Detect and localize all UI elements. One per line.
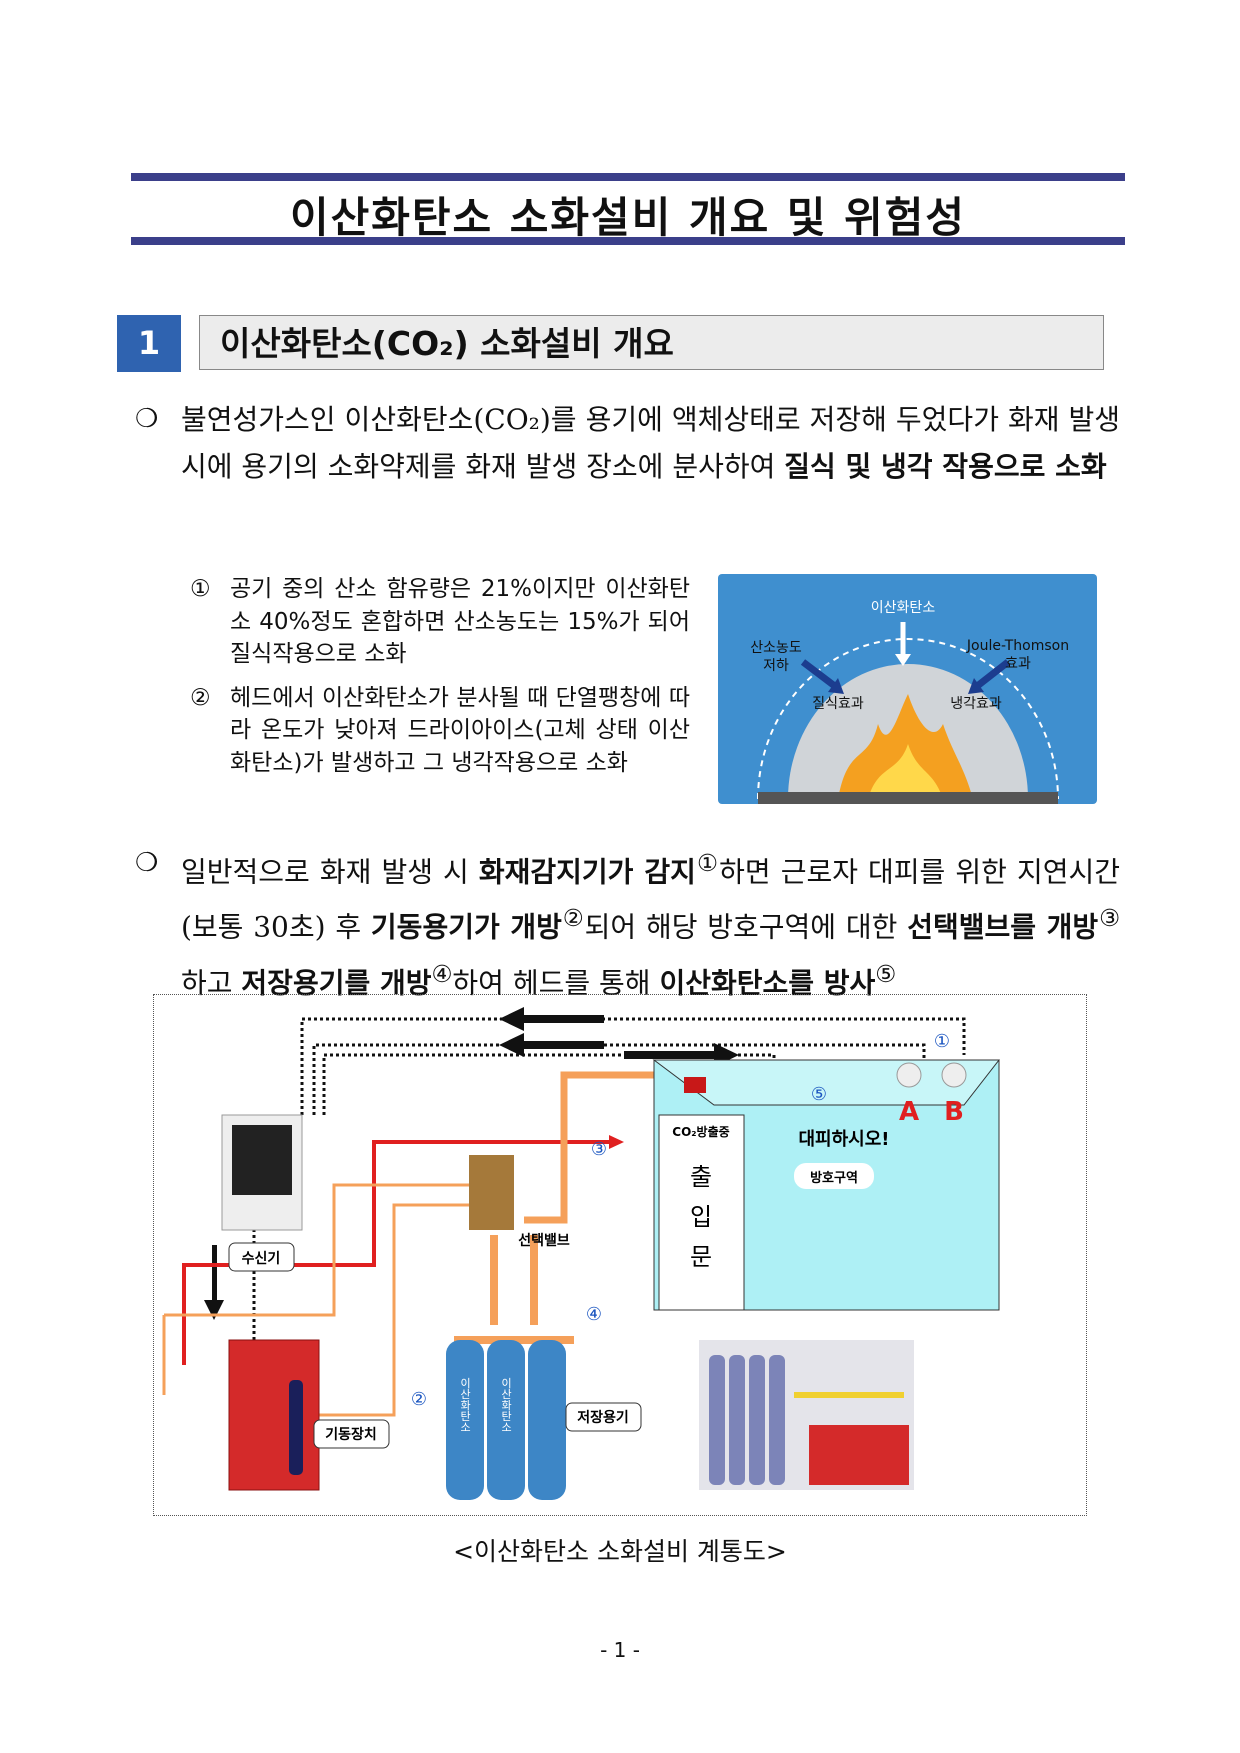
text: 하면 근로자 대피를 위한 지연시간(보통 30초) 후 [181, 855, 1121, 944]
step-marker: ① [695, 849, 720, 877]
paragraph-text: 불연성가스인 이산화탄소(CO₂)를 용기에 액체상태로 저장해 두었다가 화재… [181, 403, 1120, 483]
svg-text:④: ④ [586, 1304, 602, 1325]
svg-text:②: ② [411, 1389, 427, 1410]
numbered-list: ① 공기 중의 산소 함유량은 21%이지만 이산화탄소 40%정도 혼합하면 산… [190, 573, 690, 790]
label-oxygen-drop-2: 저하 [763, 658, 789, 674]
co2-extinguishing-effect-figure: 이산화탄소 산소농도 저하 Joule-Thomson 효과 질식효과 냉각효과 [718, 574, 1097, 804]
discharge-sign: CO₂방출중 [672, 1124, 729, 1139]
cylinder-label: 이산화탄소 [459, 1377, 472, 1432]
step-marker: ② [561, 904, 585, 933]
door-label: 출 [690, 1163, 712, 1191]
bold-text: 화재감지기가 감지 [478, 855, 696, 889]
label-co2: 이산화탄소 [871, 600, 936, 616]
starter-cabinet-icon [228, 1339, 320, 1491]
svg-text:①: ① [934, 1031, 950, 1052]
step-marker: ④ [431, 959, 453, 988]
label-storage: 저장용기 [577, 1409, 629, 1426]
bold-text: 선택밸브를 개방 [907, 910, 1099, 944]
label-starter: 기동장치 [325, 1426, 377, 1443]
detector-a-label: A [899, 1097, 919, 1127]
list-number: ① [190, 576, 211, 602]
text: 되어 해당 방호구역에 대한 [584, 910, 908, 944]
door-label: 입 [690, 1203, 712, 1231]
figure-caption: <이산화탄소 소화설비 계통도> [453, 1537, 787, 1566]
label-joule-thomson-2: 효과 [1005, 656, 1031, 672]
storage-cylinders-icon [446, 1340, 566, 1500]
list-text: 공기 중의 산소 함유량은 21%이지만 이산화탄소 40%정도 혼합하면 산소… [230, 576, 690, 667]
selector-valve-icon [469, 1155, 514, 1230]
label-cooling: 냉각효과 [950, 696, 1002, 712]
list-text: 헤드에서 이산화탄소가 분사될 때 단열팽창에 따라 온도가 낮아져 드라이아이… [230, 684, 690, 776]
door-label: 문 [690, 1243, 712, 1271]
cylinder-label: 이산화탄소 [500, 1377, 513, 1432]
detector-a-icon [896, 1062, 922, 1088]
label-valve: 선택밸브 [518, 1232, 570, 1249]
text: 하여 헤드를 통해 [452, 965, 660, 999]
paragraph-bold-text: 질식 및 냉각 작용으로 소화 [784, 450, 1107, 483]
text: 하고 [181, 965, 242, 999]
svg-text:③: ③ [591, 1139, 607, 1160]
title-bottom-rule [131, 237, 1125, 245]
step-markers: ① ② ③ ④ ⑤ [411, 1031, 950, 1410]
title-top-rule [131, 173, 1125, 181]
zone-label: 방호구역 [810, 1170, 858, 1186]
section-title: 이산화탄소(CO₂) 소화설비 개요 [199, 315, 1104, 370]
evacuate-sign: 대피하시오! [798, 1129, 889, 1150]
list-item: ② 헤드에서 이산화탄소가 분사될 때 단열팽창에 따라 온도가 낮아져 드라이아… [190, 682, 690, 780]
text: 일반적으로 화재 발생 시 [181, 855, 479, 889]
bullet-icon: ❍ [135, 404, 159, 434]
paragraph-operation: ❍ 일반적으로 화재 발생 시 화재감지기가 감지①하면 근로자 대피를 위한 … [135, 840, 1120, 1006]
bold-text: 저장용기를 개방 [241, 965, 432, 999]
label-joule-thomson: Joule-Thomson [966, 638, 1069, 654]
fire-icon [838, 694, 973, 799]
list-item: ① 공기 중의 산소 함유량은 21%이지만 이산화탄소 40%정도 혼합하면 산… [190, 573, 690, 671]
page-title: 이산화탄소 소화설비 개요 및 위험성 [289, 193, 967, 242]
page-number: - 1 - [600, 1638, 640, 1662]
section-number: 1 [117, 315, 181, 372]
bold-text: 이산화탄소를 방사 [659, 965, 876, 999]
co2-system-diagram: 수신기 기동장치 선택밸브 이산화탄소 이산화탄소 저장용기 CO₂방출중 출 … [153, 994, 1087, 1516]
label-receiver: 수신기 [242, 1251, 281, 1267]
step-marker: ③ [1098, 904, 1121, 933]
detector-b-label: B [944, 1097, 964, 1127]
step-marker: ⑤ [875, 959, 897, 988]
detector-b-icon [941, 1062, 967, 1088]
siren-icon [684, 1077, 706, 1093]
svg-text:⑤: ⑤ [811, 1084, 827, 1105]
label-oxygen-drop: 산소농도 [750, 640, 802, 656]
list-number: ② [190, 684, 211, 711]
bullet-icon: ❍ [135, 848, 159, 878]
bold-text: 기동용기가 개방 [370, 910, 562, 944]
paragraph-overview: ❍ 불연성가스인 이산화탄소(CO₂)를 용기에 액체상태로 저장해 두었다가 … [135, 396, 1120, 490]
label-smothering: 질식효과 [812, 696, 864, 712]
